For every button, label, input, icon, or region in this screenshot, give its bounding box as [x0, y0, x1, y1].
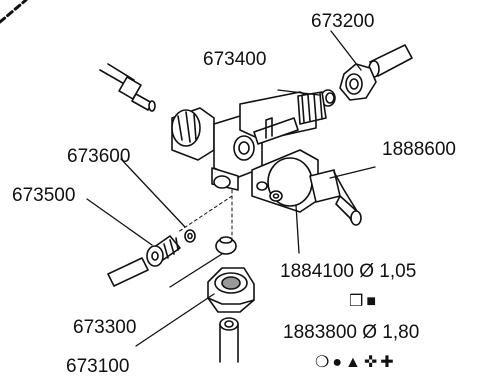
symbol-row-2: ❍●▲✜✚ — [315, 355, 397, 371]
symbol-filled-square: ■ — [366, 293, 380, 310]
part-1888600-spindle — [309, 169, 362, 226]
part-673100-nut — [207, 267, 255, 313]
label-673500: 673500 — [12, 185, 76, 206]
part-673600-washer — [184, 229, 196, 243]
label-1883800: 1883800 Ø 1,80 — [283, 322, 420, 343]
label-673600: 673600 — [67, 146, 131, 167]
symbol-open-circle: ❍ — [315, 354, 333, 371]
label-1884100: 1884100 Ø 1,05 — [280, 261, 417, 282]
label-673100: 673100 — [66, 356, 130, 377]
top-right-pipe — [368, 44, 413, 78]
corner-cut-mark — [0, 0, 28, 24]
lower-left-tube — [107, 257, 149, 287]
label-1888600: 1888600 — [382, 139, 456, 160]
leader-lines — [86, 30, 376, 347]
label-673400: 673400 — [203, 49, 267, 70]
symbol-triangle: ▲ — [345, 354, 364, 371]
valve-body — [171, 91, 327, 213]
lower-tube — [219, 317, 239, 363]
inlet-pipe — [99, 63, 156, 112]
symbol-plus-cross: ✚ — [380, 354, 397, 371]
label-673200: 673200 — [311, 11, 375, 32]
label-673300: 673300 — [73, 317, 137, 338]
part-673300-olive — [215, 236, 237, 255]
symbol-open-square: ❒ — [349, 293, 367, 310]
symbol-filled-circle: ● — [332, 354, 346, 371]
symbol-row-1: ❒■ — [349, 294, 379, 310]
symbol-four-point-cross: ✜ — [363, 354, 381, 371]
part-673500-injector — [146, 235, 181, 267]
part-673200-nut — [339, 63, 377, 101]
